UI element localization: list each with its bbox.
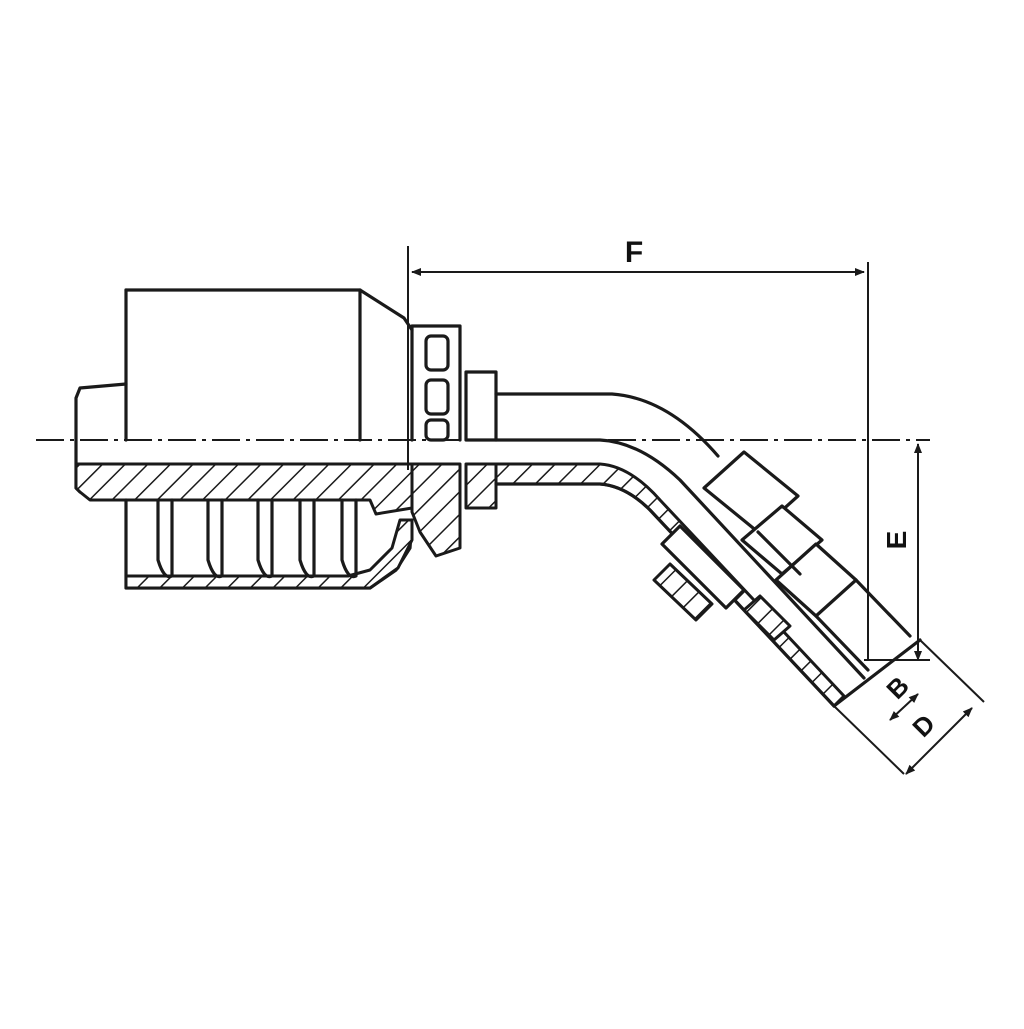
dimension-e-label: E (881, 531, 912, 550)
collar (410, 324, 498, 558)
dimension-f-label: F (625, 236, 643, 269)
ferrule-serrations (156, 498, 358, 579)
swivel-nut (652, 450, 912, 672)
dimension-b-label: B (880, 670, 914, 704)
dimension-f: F (407, 236, 869, 660)
dimension-d-label: D (906, 708, 940, 742)
dimension-e: E (864, 443, 930, 661)
